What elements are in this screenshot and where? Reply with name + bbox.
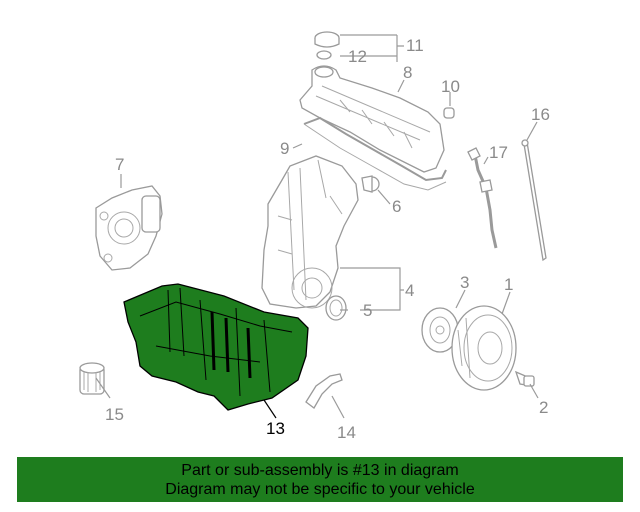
callout-9: 9 (280, 139, 289, 158)
dipstick-part[interactable] (521, 139, 547, 262)
callout-13: 13 (266, 419, 285, 438)
callout-12: 12 (348, 47, 367, 66)
callout-5: 5 (363, 301, 372, 320)
callout-6: 6 (392, 197, 401, 216)
crank-pulley-part[interactable] (451, 305, 517, 391)
oil-filler-cap-part[interactable] (314, 31, 340, 48)
callout-14: 14 (337, 423, 356, 442)
oil-filter-part[interactable] (79, 362, 105, 395)
bracket-part[interactable] (305, 373, 343, 409)
callout-10: 10 (441, 77, 460, 96)
callout-16: 16 (531, 105, 550, 124)
dipstick-tube-part[interactable] (467, 147, 498, 249)
leader-lines (95, 34, 539, 419)
parts-diagram: 11 12 8 10 16 9 17 7 6 4 3 1 5 2 15 14 1… (79, 31, 550, 442)
callout-4: 4 (405, 281, 414, 300)
pulley-bolt-part[interactable] (514, 370, 535, 387)
callout-15: 15 (105, 405, 124, 424)
callout-7: 7 (115, 155, 124, 174)
valve-cover-part[interactable] (299, 65, 445, 173)
callout-3: 3 (460, 273, 469, 292)
info-banner: Part or sub-assembly is #13 in diagram D… (17, 457, 623, 502)
oil-pump-part[interactable] (95, 185, 163, 271)
grommet-part[interactable] (443, 107, 455, 119)
cap-gasket-part[interactable] (316, 50, 332, 60)
callout-1: 1 (504, 275, 513, 294)
valve-cover-gasket-part[interactable] (303, 116, 447, 191)
callout-11: 11 (406, 36, 424, 55)
banner-line-1: Part or sub-assembly is #13 in diagram (181, 462, 459, 479)
oil-pan-part-highlighted[interactable] (123, 283, 309, 411)
banner-line-2: Diagram may not be specific to your vehi… (165, 481, 475, 498)
callout-17: 17 (489, 143, 508, 162)
timing-cover-part[interactable] (261, 155, 359, 309)
callout-8: 8 (403, 63, 412, 82)
callout-2: 2 (539, 398, 548, 417)
front-seal-part[interactable] (325, 295, 347, 321)
sensor-part[interactable] (361, 175, 380, 193)
